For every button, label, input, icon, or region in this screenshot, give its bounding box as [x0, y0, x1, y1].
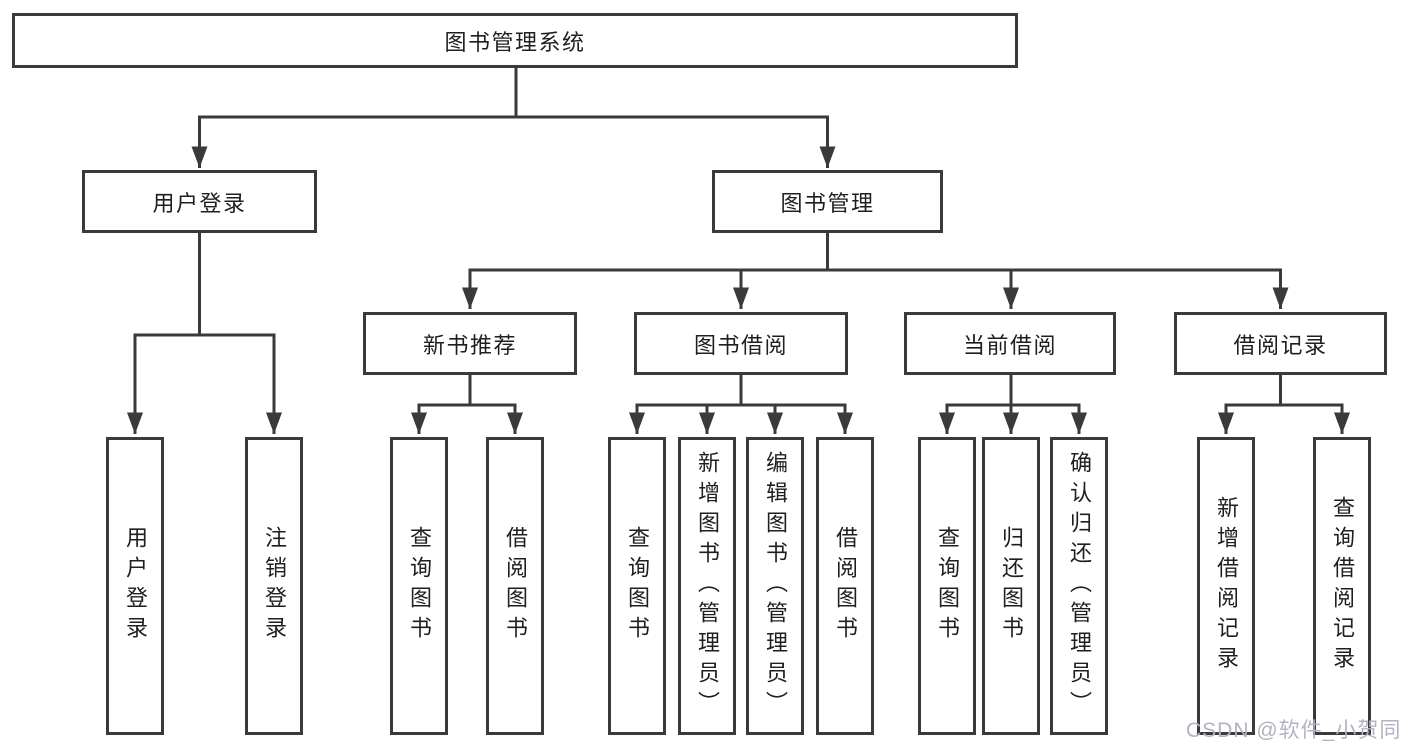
node-borrow-records: 借阅记录: [1174, 312, 1387, 375]
leaf-label: 查询图书: [407, 526, 432, 646]
leaf-label: 确认归还（管理员）: [1067, 451, 1092, 721]
leaf-label: 用户登录: [123, 526, 148, 646]
leaf-label: 查询借阅记录: [1330, 496, 1355, 676]
leaf-label: 查询图书: [625, 526, 650, 646]
leaf-label: 查询图书: [935, 526, 960, 646]
node-leaf-borrow-books: 借阅图书: [816, 437, 874, 735]
node-current-borrow: 当前借阅: [904, 312, 1116, 375]
leaf-label: 新增借阅记录: [1214, 496, 1239, 676]
node-leaf-add-book-admin: 新增图书（管理员）: [678, 437, 736, 735]
node-leaf-logout: 注销登录: [245, 437, 303, 735]
csdn-watermark: CSDN @软件_小贺同学: [1186, 719, 1402, 742]
node-leaf-query-borrow-record: 查询借阅记录: [1313, 437, 1371, 735]
node-leaf-user-login: 用户登录: [106, 437, 164, 735]
leaf-label: 归还图书: [999, 526, 1024, 646]
node-user-login: 用户登录: [82, 170, 317, 233]
node-leaf-return-book: 归还图书: [982, 437, 1040, 735]
node-library-system: 图书管理系统: [12, 13, 1018, 68]
node-book-borrow: 图书借阅: [634, 312, 848, 375]
node-leaf-query-books-current: 查询图书: [918, 437, 976, 735]
node-leaf-add-borrow-record: 新增借阅记录: [1197, 437, 1255, 735]
node-leaf-query-books-recommend: 查询图书: [390, 437, 448, 735]
node-leaf-borrow-books-recommend: 借阅图书: [486, 437, 544, 735]
node-book-management: 图书管理: [712, 170, 943, 233]
leaf-label: 编辑图书（管理员）: [763, 451, 788, 721]
node-leaf-edit-book-admin: 编辑图书（管理员）: [746, 437, 804, 735]
leaf-label: 借阅图书: [833, 526, 858, 646]
leaf-label: 新增图书（管理员）: [695, 451, 720, 721]
leaf-label: 借阅图书: [503, 526, 528, 646]
node-leaf-query-books-borrow: 查询图书: [608, 437, 666, 735]
node-leaf-confirm-return-admin: 确认归还（管理员）: [1050, 437, 1108, 735]
node-new-book-recommend: 新书推荐: [363, 312, 577, 375]
leaf-label: 注销登录: [262, 526, 287, 646]
